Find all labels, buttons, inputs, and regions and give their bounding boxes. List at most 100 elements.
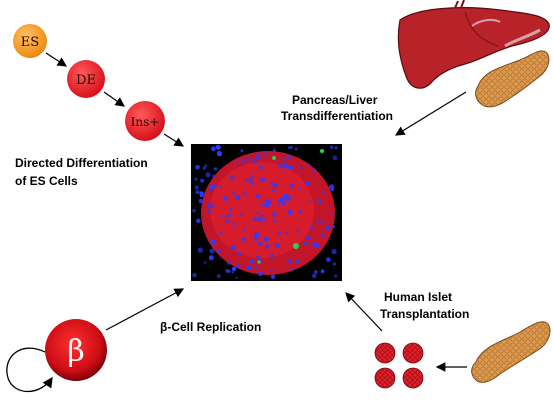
nucleus-dot bbox=[209, 248, 215, 254]
nucleus-dot bbox=[252, 160, 257, 165]
nucleus-dot bbox=[243, 191, 247, 195]
nucleus-dot bbox=[334, 274, 338, 278]
nucleus-dot bbox=[298, 209, 302, 214]
nucleus-dot bbox=[244, 178, 248, 182]
arrow-de-to-ins bbox=[103, 91, 125, 107]
nucleus-dot bbox=[310, 225, 315, 230]
es-node: ES bbox=[13, 24, 47, 58]
nucleus-dot bbox=[263, 219, 267, 222]
nucleus-dot bbox=[194, 185, 199, 190]
nucleus-dot bbox=[257, 242, 262, 246]
nucleus-dot bbox=[198, 198, 204, 204]
nucleus-dot bbox=[264, 152, 268, 156]
nucleus-dot bbox=[308, 236, 311, 240]
nucleus-dot bbox=[305, 181, 311, 186]
nucleus-dot bbox=[307, 163, 311, 167]
nucleus-dot bbox=[314, 270, 318, 274]
nucleus-dot bbox=[281, 196, 284, 199]
nucleus-dot bbox=[260, 202, 264, 207]
islet-label-line2: Transplantation bbox=[380, 307, 469, 321]
nucleus-dot bbox=[217, 150, 220, 154]
nucleus-dot bbox=[331, 213, 335, 216]
nucleus-dot bbox=[321, 190, 325, 194]
nucleus-dot bbox=[211, 146, 216, 152]
nucleus-dot bbox=[231, 271, 234, 274]
de-label: DE bbox=[76, 73, 96, 88]
transdiff-label-line1: Pancreas/Liver bbox=[292, 93, 378, 107]
nucleus-dot bbox=[222, 196, 228, 201]
nucleus-dot bbox=[321, 233, 326, 237]
nucleus-dot bbox=[195, 190, 200, 195]
nucleus-dot bbox=[334, 146, 338, 150]
nucleus-dot bbox=[219, 231, 223, 235]
nucleus-dot bbox=[264, 202, 270, 208]
nucleus-dot bbox=[303, 241, 309, 246]
nucleus-dot bbox=[311, 273, 317, 279]
nucleus-dot bbox=[237, 252, 242, 256]
nucleus-dot bbox=[253, 236, 259, 242]
directed-differentiation-label-line1: Directed Differentiation bbox=[15, 156, 148, 170]
beta-symbol: β bbox=[67, 334, 84, 369]
nucleus-dot bbox=[203, 261, 207, 264]
nucleus-dot bbox=[211, 239, 216, 244]
nucleus-dot bbox=[200, 178, 205, 183]
transdiff-label-line2: Transdifferentiation bbox=[281, 109, 393, 123]
nucleus-dot bbox=[282, 158, 286, 162]
nucleus-dot bbox=[312, 168, 317, 173]
nucleus-dot bbox=[258, 177, 264, 183]
ins-node: Ins+ bbox=[125, 101, 165, 141]
nucleus-dot bbox=[216, 274, 221, 278]
nucleus-dot bbox=[284, 231, 288, 235]
nucleus-dot bbox=[232, 222, 236, 226]
nucleus-dot bbox=[247, 156, 252, 161]
nucleus-dot bbox=[265, 244, 270, 249]
nucleus-dot bbox=[254, 154, 261, 160]
nucleus-dot bbox=[196, 218, 201, 224]
nucleus-dot bbox=[331, 248, 337, 255]
nucleus-dot bbox=[235, 195, 241, 201]
nucleus-dot bbox=[197, 247, 204, 253]
nucleus-dot bbox=[219, 185, 223, 188]
nucleus-dot bbox=[317, 219, 321, 224]
nucleus-dot bbox=[309, 199, 312, 203]
nucleus-dot bbox=[294, 147, 298, 151]
nucleus-dot bbox=[271, 188, 275, 192]
nucleus-dot bbox=[257, 217, 260, 221]
nucleus-dot bbox=[269, 269, 272, 272]
arrow-transdiff-to-islet bbox=[394, 91, 467, 136]
nucleus-dot bbox=[254, 232, 260, 238]
nucleus-dot bbox=[207, 210, 212, 214]
nucleus-dot bbox=[329, 184, 335, 190]
nucleus-dot bbox=[202, 166, 206, 170]
nucleus-dot bbox=[287, 260, 291, 263]
nucleus-dot bbox=[273, 219, 277, 223]
nucleus-dot bbox=[242, 228, 246, 231]
nucleus-dot bbox=[241, 158, 246, 163]
nucleus-dot bbox=[272, 148, 277, 152]
beta-self-loop-arrow bbox=[6, 347, 53, 392]
nucleus-dot bbox=[192, 273, 197, 278]
nucleus-dot bbox=[213, 167, 218, 171]
nucleus-dot bbox=[332, 155, 338, 161]
nucleus-dot bbox=[257, 212, 260, 215]
nucleus-dot bbox=[235, 276, 238, 279]
nucleus-dot bbox=[312, 242, 318, 248]
nucleus-dot bbox=[259, 165, 264, 170]
nucleus-dot bbox=[262, 200, 265, 203]
nucleus-dot bbox=[305, 236, 309, 240]
nucleus-dot bbox=[229, 175, 235, 181]
arrow-beta-to-islet bbox=[105, 288, 185, 331]
nucleus-dot bbox=[274, 242, 281, 249]
nucleus-dot bbox=[272, 212, 277, 217]
nucleus-dot bbox=[221, 214, 225, 218]
liver-icon bbox=[397, 0, 550, 89]
beta-cell-node: β bbox=[45, 319, 107, 381]
nucleus-dot bbox=[320, 269, 325, 274]
pancreas-icon-top bbox=[475, 50, 550, 108]
nucleus-dot bbox=[240, 212, 243, 216]
pancreas-icon-bottom bbox=[471, 321, 551, 383]
nucleus-dot bbox=[296, 229, 300, 233]
nucleus-dot bbox=[290, 267, 294, 271]
directed-differentiation-label-line2: of ES Cells bbox=[15, 174, 78, 188]
